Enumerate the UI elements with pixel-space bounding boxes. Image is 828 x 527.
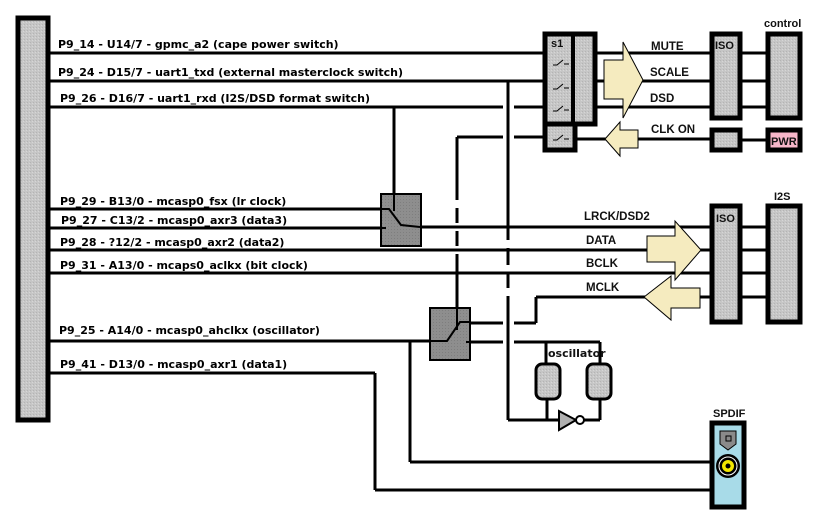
pin-label-p9-24: P9_24 - D15/7 - uart1_txd (external mast… [58,66,403,79]
pwr-block [765,127,803,153]
pin-label-p9-26: P9_26 - D16/7 - uart1_rxd (I2S/DSD forma… [60,92,370,105]
spdif-label: SPDIF [713,408,746,420]
arrow-left-icon [604,120,639,158]
pin-label-p9-41: P9_41 - D13/0 - mcasp0_axr1 (data1) [60,358,287,371]
switch-s1 [542,31,598,127]
s1-switch-symbols [553,59,569,141]
signal-label-dsd: DSD [650,93,674,105]
mux1-switch-symbol [382,208,421,228]
pin-label-p9-27: P9_27 - C13/2 - mcasp0_axr3 (data3) [61,214,287,227]
pin-label-p9-31: P9_31 - A13/0 - mcaps0_aclkx (bit clock) [60,259,308,272]
iso-top-label: ISO [715,40,734,52]
pin-label-p9-14: P9_14 - U14/7 - gpmc_a2 (cape power swit… [58,38,339,51]
arrow-left-mclk-icon [643,274,701,322]
iso-bottom-label: ISO [716,213,735,225]
pin-label-p9-25: P9_25 - A14/0 - mcasp0_ahclkx (oscillato… [59,324,320,337]
rca-pin [725,463,731,469]
lr-clock-mux [380,193,422,247]
arrow-right-icon [603,41,644,119]
i2s-block [765,203,803,325]
signal-label-data: DATA [586,235,616,247]
inverter-icon [558,409,579,432]
pin-label-p9-28: P9_28 - ?12/2 - mcasp0_axr2 (data2) [60,236,284,249]
control-block [765,31,803,121]
signal-label-lrck: LRCK/DSD2 [584,211,650,223]
signal-label-bclk: BCLK [586,258,619,270]
pwr-label: PWR [771,136,797,148]
rca-ring [718,456,738,476]
oscillator-crystal-left [534,362,562,401]
mux2-switch-symbol [430,321,470,342]
iso-block-control [709,31,743,121]
iso-block-clk [709,127,743,153]
signal-label-clk-on: CLK ON [651,124,695,136]
signal-label-mute: MUTE [651,41,684,53]
oscillator-crystal-right [585,362,613,401]
iso-block-i2s [709,203,743,325]
control-label: control [764,18,801,30]
inverter-bubble-icon [575,415,585,425]
oscillator-label: oscillator [548,347,606,360]
optical-port [725,435,732,442]
signal-label-mclk: MCLK [586,282,620,294]
s1-label: s1 [551,38,563,50]
signal-label-scale: SCALE [650,67,689,79]
pin-label-p9-29: P9_29 - B13/0 - mcasp0_fsx (lr clock) [60,195,286,208]
p9-header-connector [15,15,51,423]
i2s-label: I2S [774,191,791,203]
mclk-mux [429,307,471,361]
arrow-right-i2s-icon [646,219,702,282]
